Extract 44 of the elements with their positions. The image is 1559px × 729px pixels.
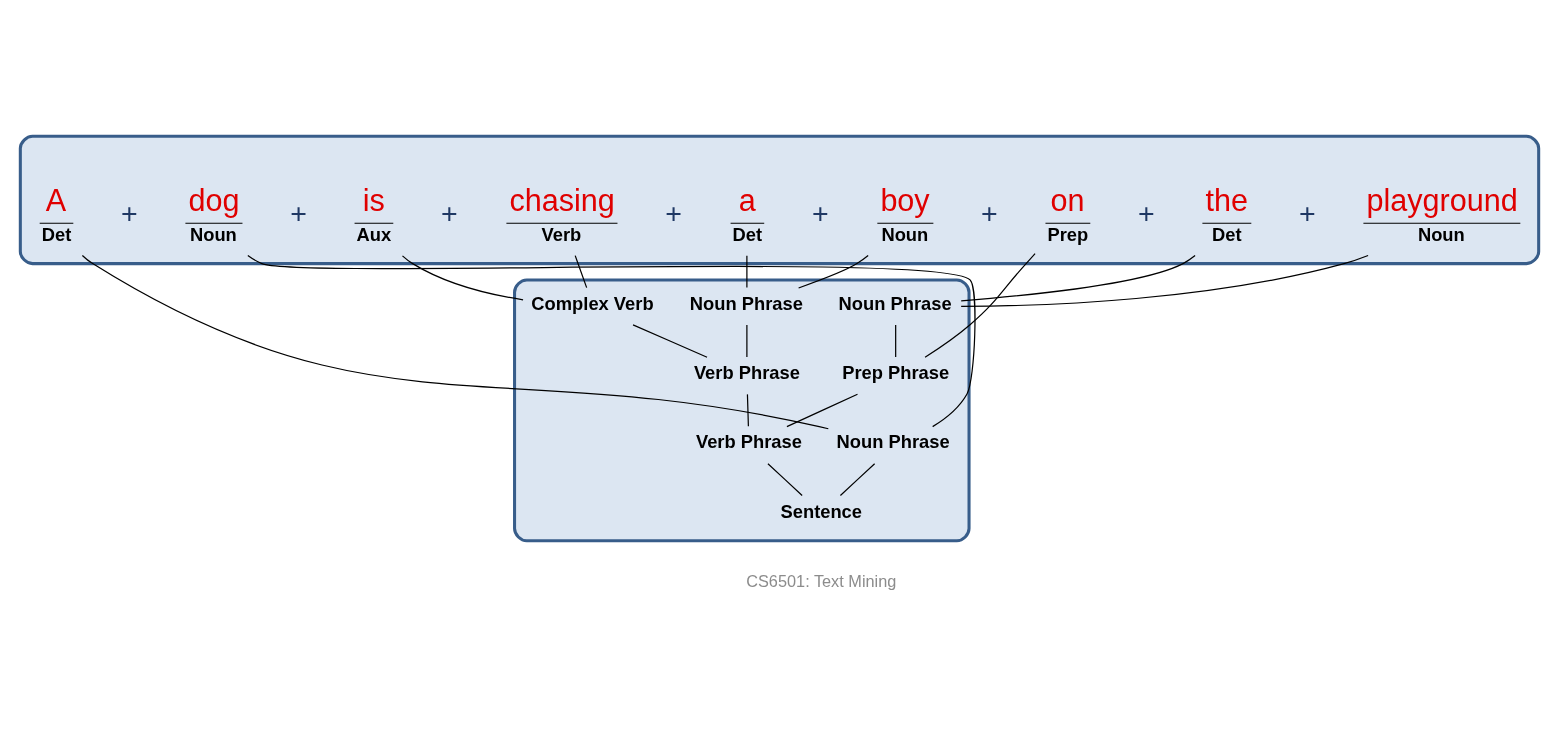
label: + bbox=[121, 196, 138, 229]
connector bbox=[401, 254, 524, 300]
connector bbox=[786, 393, 859, 427]
label: + bbox=[1138, 196, 1155, 229]
connector bbox=[798, 254, 869, 289]
label: CS6501: Text Mining bbox=[746, 571, 897, 590]
node-text: Noun Phrase bbox=[689, 292, 803, 314]
connector bbox=[574, 254, 588, 288]
node-text: dog Noun bbox=[188, 182, 240, 245]
cluster bbox=[18, 134, 1541, 265]
node-text: Verb Phrase bbox=[693, 361, 800, 383]
node-text: Noun Phrase bbox=[838, 292, 952, 314]
node-text: Noun Phrase bbox=[836, 430, 950, 452]
cluster bbox=[513, 277, 971, 542]
node-text: Verb Phrase bbox=[695, 430, 802, 452]
connector bbox=[960, 254, 1196, 301]
node-text: playground Noun bbox=[1366, 182, 1518, 245]
connector bbox=[924, 252, 1036, 358]
label: + bbox=[290, 196, 307, 229]
label: + bbox=[665, 196, 682, 229]
node-text: on Prep bbox=[1047, 182, 1089, 245]
connector bbox=[247, 254, 976, 427]
connector bbox=[81, 254, 829, 429]
label: + bbox=[441, 196, 458, 229]
label: + bbox=[1299, 196, 1316, 229]
connector bbox=[746, 323, 748, 357]
node-text: Sentence bbox=[780, 500, 863, 522]
node-text: Prep Phrase bbox=[842, 361, 950, 383]
node-text: is Aux bbox=[356, 182, 392, 245]
label: + bbox=[811, 196, 829, 229]
connector bbox=[746, 393, 749, 427]
node-text: A Det bbox=[41, 182, 72, 245]
connector bbox=[632, 323, 708, 358]
node-text: boy Noun bbox=[880, 182, 930, 245]
connector bbox=[839, 462, 876, 496]
node-text: a Det bbox=[732, 182, 763, 245]
connector bbox=[895, 323, 897, 357]
label: + bbox=[981, 196, 998, 229]
connector bbox=[960, 254, 1369, 307]
node-text: Complex Verb bbox=[531, 292, 654, 314]
connector bbox=[767, 462, 803, 496]
connector bbox=[746, 254, 748, 288]
node-text: the Det bbox=[1205, 182, 1248, 245]
node-text: chasing Verb bbox=[509, 182, 615, 245]
